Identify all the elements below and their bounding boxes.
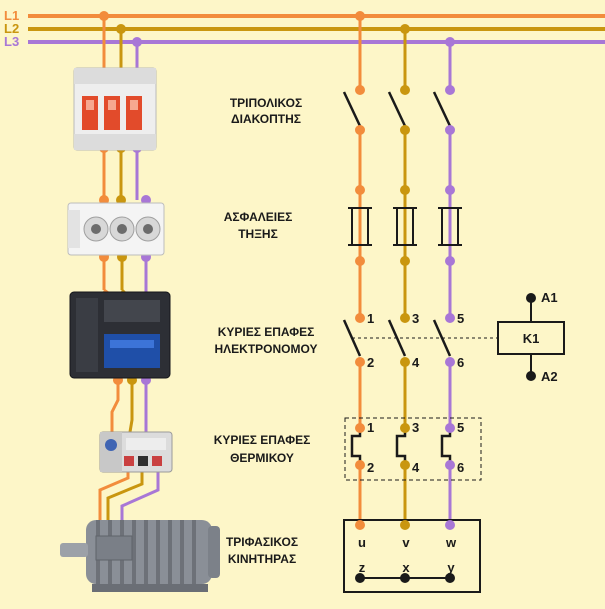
label-fuses-line1: ΑΣΦΑΛΕΙΕΣ — [224, 210, 293, 224]
contactor-terminal-5: 5 — [457, 311, 464, 326]
motor-terminal-z: z — [359, 560, 366, 575]
thermal-element-box — [344, 417, 482, 481]
contactor-terminal-4: 4 — [412, 355, 420, 370]
coil-terminal-a2: A2 — [541, 369, 558, 384]
label-motor-line1: ΤΡΙΦΑΣΙΚΟΣ — [226, 535, 298, 549]
label-thermal-line2: ΘΕΡΜΙΚΟΥ — [230, 451, 294, 465]
motor-terminal-x: x — [402, 560, 410, 575]
supply-lines: L1 L2 L3 — [4, 8, 605, 49]
line-label-l3: L3 — [4, 34, 19, 49]
coil-label: K1 — [523, 331, 540, 346]
motor-terminal-box: u v w z x y — [343, 519, 481, 593]
label-motor-line2: ΚΙΝΗΤΗΡΑΣ — [228, 552, 296, 566]
line-label-l2: L2 — [4, 21, 19, 36]
fuse-holder-image — [67, 202, 165, 256]
motor-terminal-v: v — [402, 535, 410, 550]
thermal-terminal-5: 5 — [457, 420, 464, 435]
contact-numbers: 1 3 5 2 4 6 1 3 5 2 4 6 — [367, 311, 464, 475]
contactor-image — [69, 291, 171, 379]
label-contactor-line1: ΚΥΡΙΕΣ ΕΠΑΦΕΣ — [218, 325, 315, 339]
thermal-overload-image — [99, 431, 173, 473]
contactor-terminal-6: 6 — [457, 355, 464, 370]
motor-terminal-y: y — [447, 560, 455, 575]
label-fuses-line2: ΤΗΞΗΣ — [238, 227, 278, 241]
label-thermal-line1: ΚΥΡΙΕΣ ΕΠΑΦΕΣ — [214, 433, 311, 447]
circuit-breaker-image — [73, 67, 157, 151]
coil-terminal-a1: A1 — [541, 290, 558, 305]
thermal-terminal-4: 4 — [412, 460, 420, 475]
schematic-fuses — [348, 207, 462, 246]
motor-terminal-u: u — [358, 535, 366, 550]
contactor-terminal-2: 2 — [367, 355, 374, 370]
coil-k1: K1 A1 A2 — [497, 290, 565, 384]
component-labels: ΤΡΙΠΟΛΙΚΟΣ ΔΙΑΚΟΠΤΗΣ ΑΣΦΑΛΕΙΕΣ ΤΗΞΗΣ ΚΥΡ… — [214, 96, 318, 566]
label-contactor-line2: ΗΛΕΚΤΡΟΝΟΜΟΥ — [214, 342, 317, 356]
motor-terminal-w: w — [445, 535, 457, 550]
thermal-terminal-3: 3 — [412, 420, 419, 435]
thermal-terminal-1: 1 — [367, 420, 374, 435]
schematic-terminals — [355, 11, 455, 530]
motor-image — [60, 520, 220, 592]
contactor-terminal-3: 3 — [412, 311, 419, 326]
thermal-terminal-6: 6 — [457, 460, 464, 475]
thermal-terminal-2: 2 — [367, 460, 374, 475]
label-breaker-line1: ΤΡΙΠΟΛΙΚΟΣ — [230, 96, 302, 110]
line-label-l1: L1 — [4, 8, 19, 23]
contactor-terminal-1: 1 — [367, 311, 374, 326]
label-breaker-line2: ΔΙΑΚΟΠΤΗΣ — [231, 112, 301, 126]
